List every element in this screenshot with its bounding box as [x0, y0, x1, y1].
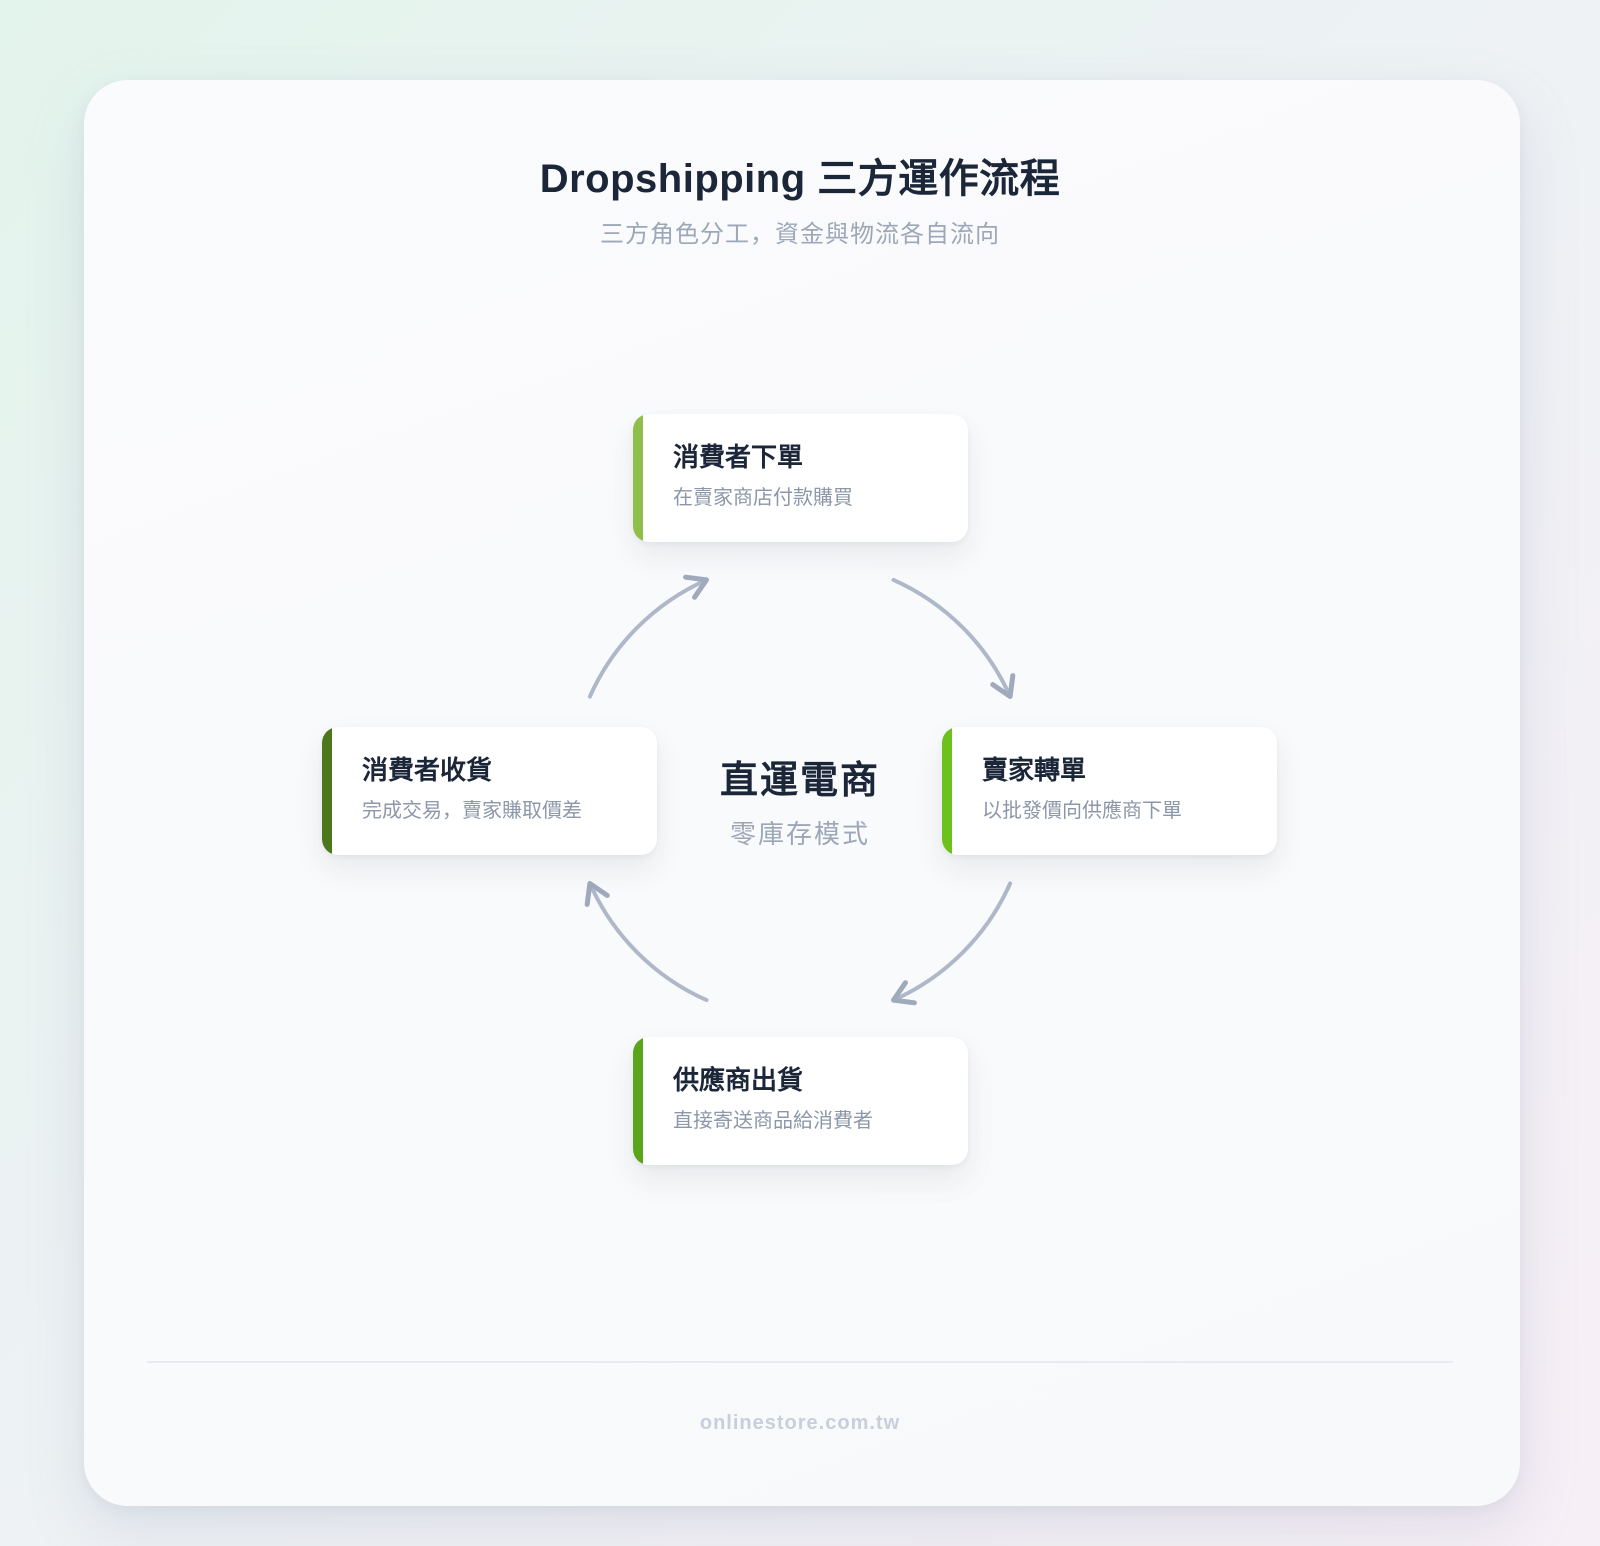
footer-divider	[147, 1361, 1453, 1363]
center-subtitle: 零庫存模式	[729, 819, 870, 849]
step-card-consumer-order: 消費者下單 在賣家商店付款購買	[633, 414, 968, 542]
step-title: 消費者下單	[673, 442, 804, 472]
step-title: 供應商出貨	[673, 1065, 804, 1095]
cycle-center-label: 直運電商 零庫存模式	[600, 758, 1000, 850]
accent-bar	[633, 414, 643, 542]
page-title: Dropshipping 三方運作流程	[539, 157, 1061, 201]
center-title: 直運電商	[719, 760, 880, 802]
watermark: onlinestore.com.tw	[699, 1412, 901, 1434]
step-description: 在賣家商店付款購買	[673, 487, 853, 509]
accent-bar	[633, 1037, 643, 1165]
step-card-consumer-receive: 消費者收貨 完成交易，賣家賺取價差	[322, 727, 657, 855]
step-title: 賣家轉單	[982, 755, 1087, 785]
step-title: 消費者收貨	[362, 755, 493, 785]
step-description: 直接寄送商品給消費者	[673, 1110, 873, 1132]
step-card-supplier-ship: 供應商出貨 直接寄送商品給消費者	[633, 1037, 968, 1165]
accent-bar	[322, 727, 332, 855]
step-card-seller-forward-order: 賣家轉單 以批發價向供應商下單	[942, 727, 1277, 855]
page-subtitle: 三方角色分工，資金與物流各自流向	[600, 221, 1000, 248]
accent-bar	[942, 727, 952, 855]
step-description: 完成交易，賣家賺取價差	[362, 800, 582, 822]
step-description: 以批發價向供應商下單	[982, 800, 1182, 822]
